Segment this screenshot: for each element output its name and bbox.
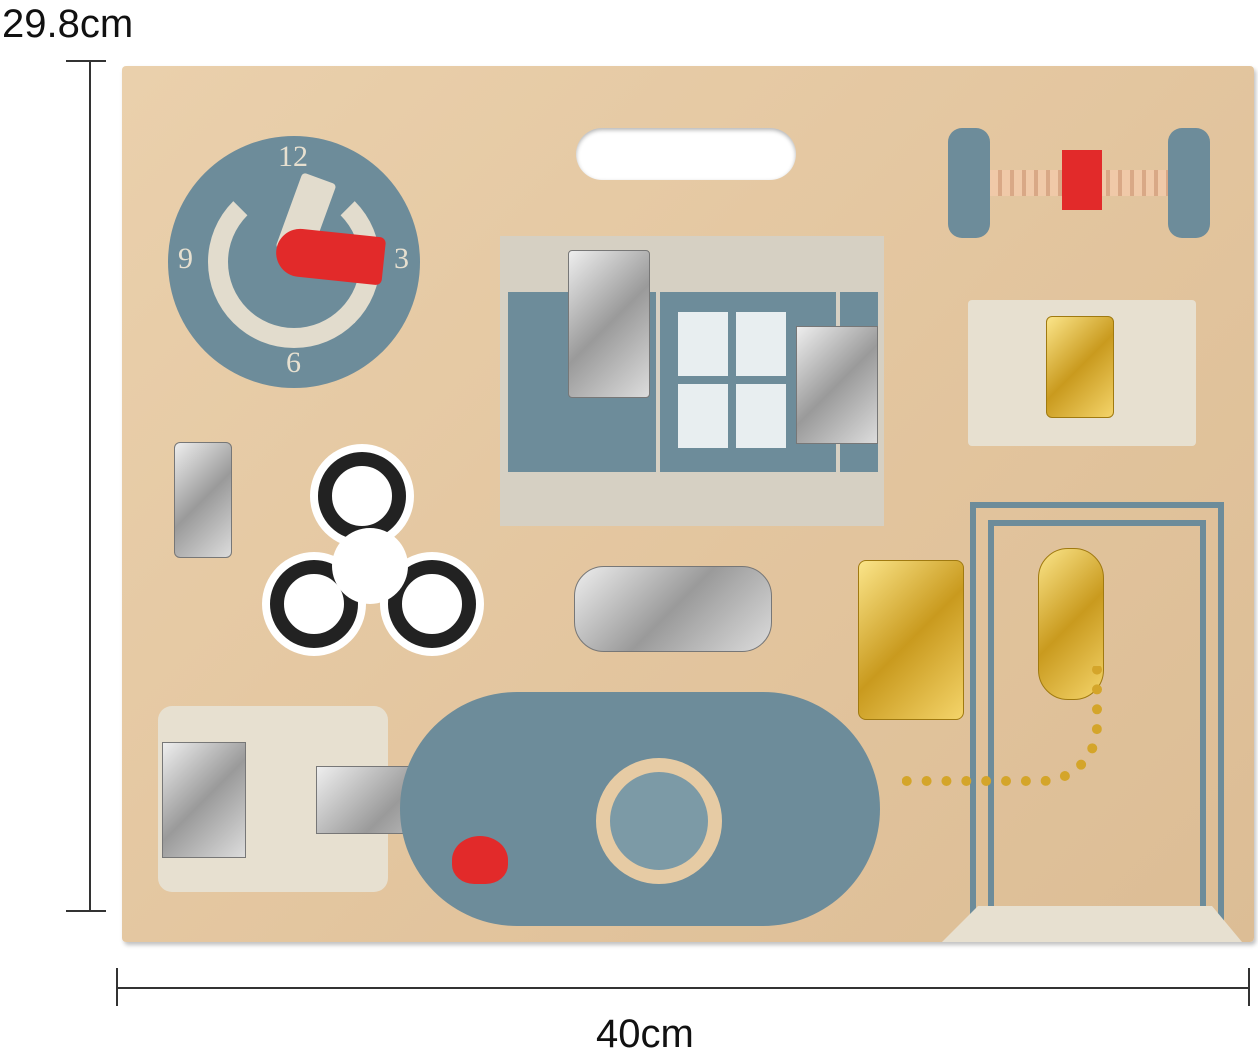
clock-face[interactable]: 12 3 6 9 [168,136,420,388]
window-pane [736,312,786,376]
clock-number-9: 9 [178,242,193,275]
height-dimension-line [89,60,91,912]
roller-left-cap [948,128,990,238]
window-panel [500,236,884,526]
carry-handle [576,128,796,180]
roller-red-nut [1062,150,1102,210]
suitcase-latch-plate [968,300,1196,446]
hook-and-eye-latch[interactable] [574,566,772,652]
window-pane [736,384,786,448]
door-floor-mat [942,906,1242,942]
height-label: 29.8cm [2,2,134,46]
door-chain[interactable] [902,666,1102,786]
clock-number-12: 12 [278,140,308,173]
window-hinge [796,326,878,444]
width-label: 40cm [596,1012,694,1056]
suitcase-latch[interactable] [1046,316,1114,418]
clock-number-3: 3 [394,242,409,275]
spinner-center [332,528,408,604]
window-pane-grid [678,312,786,448]
red-heart-knob[interactable] [452,836,508,884]
width-tick-left [116,968,118,1006]
door-frame-inner [988,520,1206,934]
hasp-hinge [162,742,246,858]
height-tick-bottom [66,910,106,912]
spinner-arm-top [318,452,406,540]
maze-board[interactable] [400,692,880,926]
busy-board: 12 3 6 9 [122,66,1254,942]
maze-center-disc [596,758,722,884]
width-tick-right [1248,968,1250,1006]
caster-wheel[interactable] [174,442,232,558]
roller-right-cap [1168,128,1210,238]
door-frame [970,502,1224,934]
width-dimension-line [116,987,1250,989]
barrel-bolt-latch[interactable] [568,250,650,398]
bead-roller[interactable] [948,128,1216,238]
window-pane [678,384,728,448]
clock-number-6: 6 [286,346,301,379]
height-tick-top [66,60,106,62]
window-pane [678,312,728,376]
fidget-spinner[interactable] [262,452,482,652]
